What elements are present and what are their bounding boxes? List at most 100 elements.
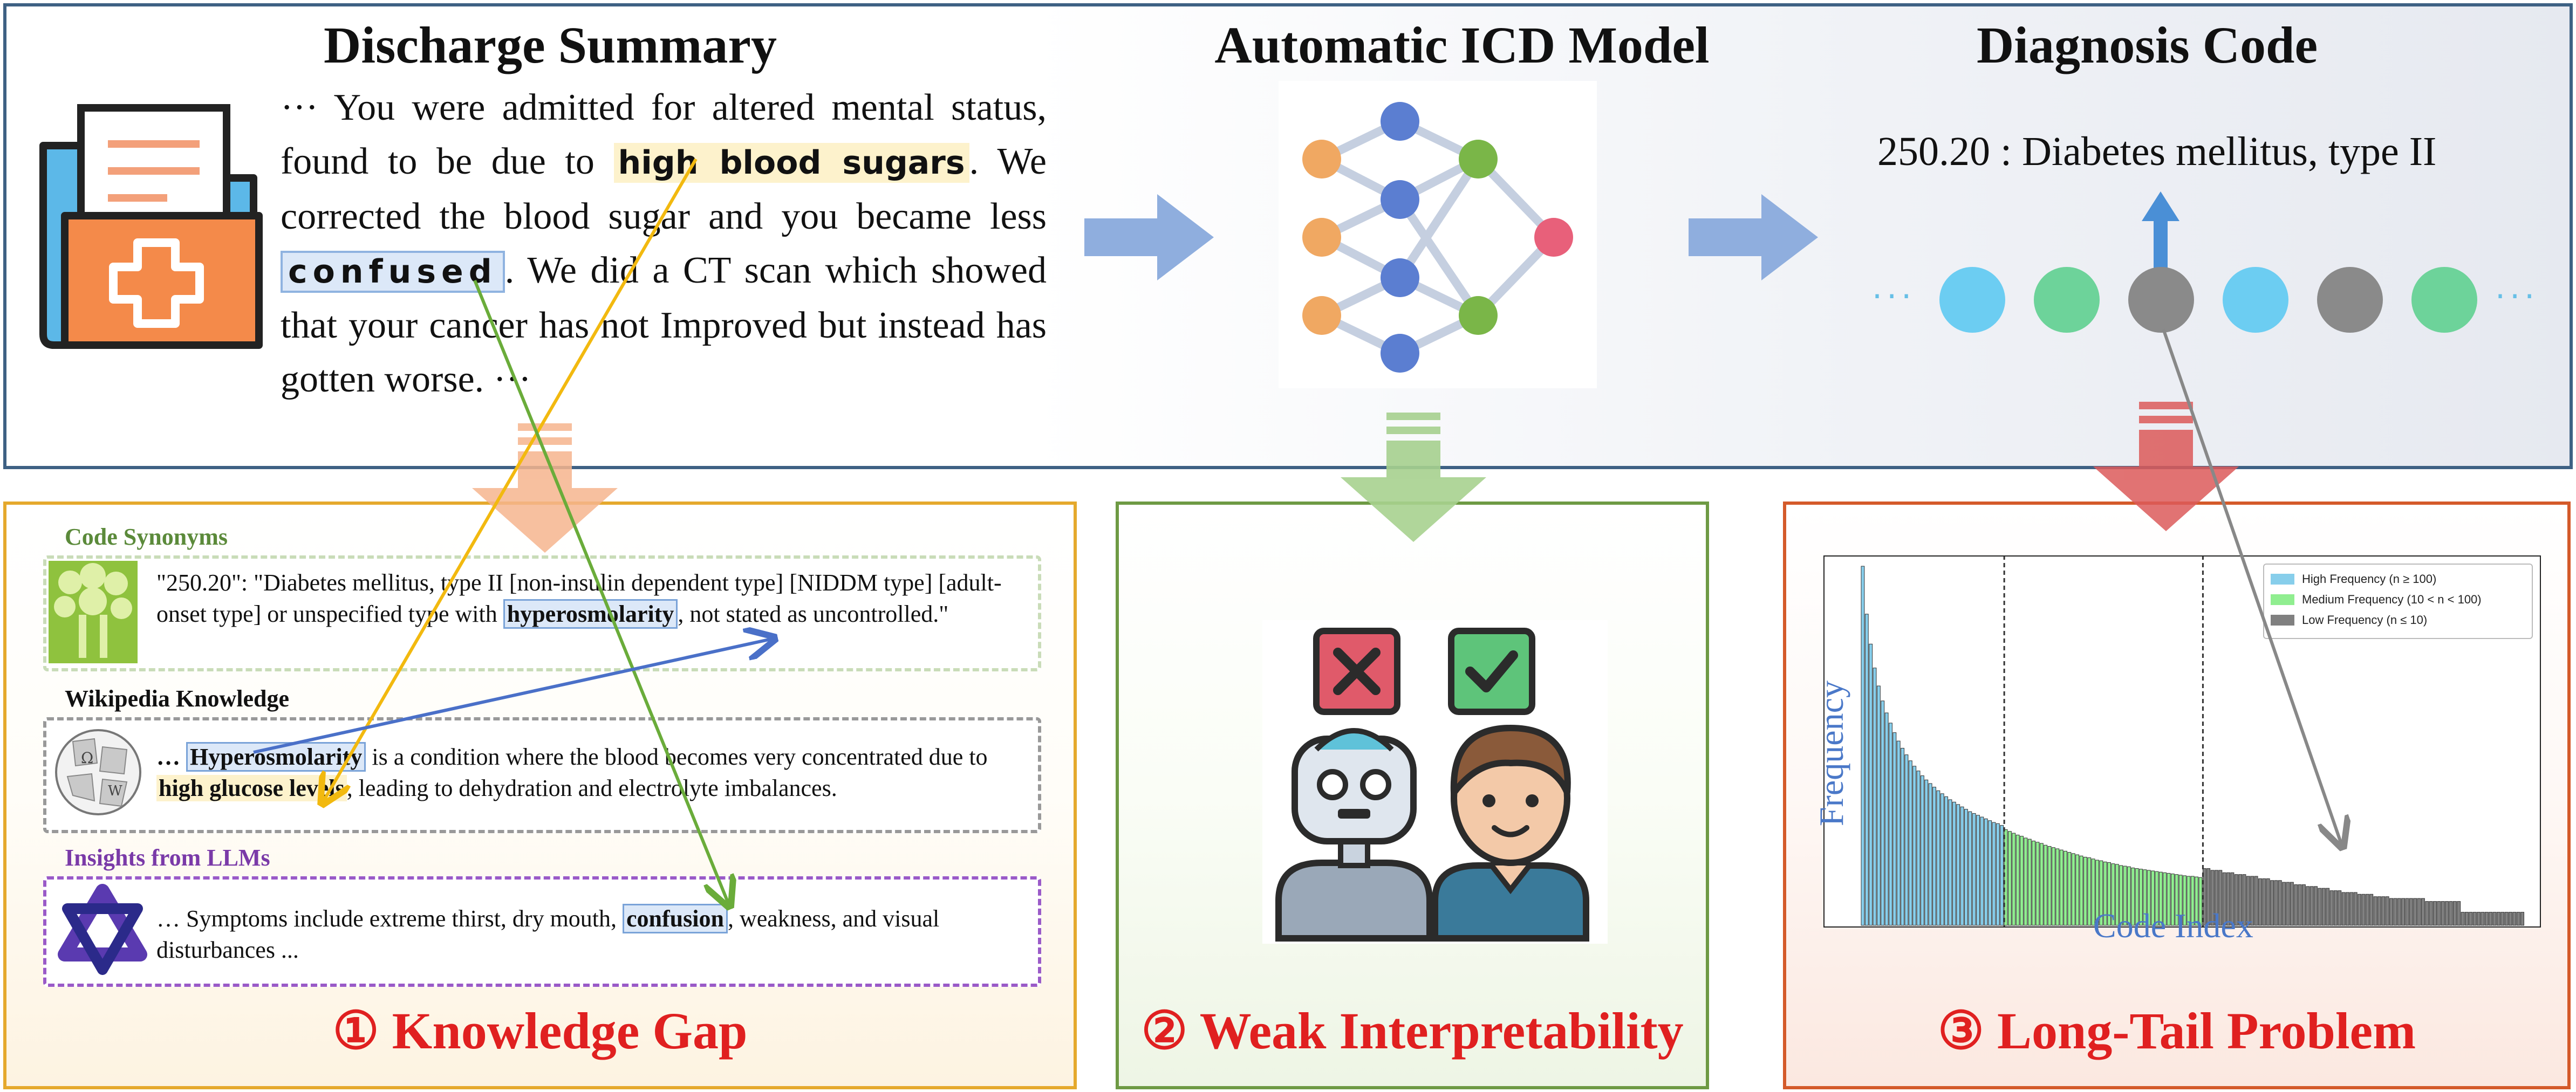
wikipedia-knowledge-text: … Hyperosmolarity is a condition where t… <box>156 741 1030 804</box>
highlight-confused: confused <box>281 251 505 293</box>
chart-bar <box>2107 862 2112 926</box>
wikipedia-knowledge-label: Wikipedia Knowledge <box>65 685 290 712</box>
chart-bar <box>2278 880 2282 926</box>
chart-bar <box>2346 892 2349 926</box>
chart-bar <box>1876 685 1881 926</box>
ellipsis-right: ··· <box>2495 278 2539 315</box>
chart-bar <box>1920 775 1924 926</box>
chart-bar <box>1889 723 1892 926</box>
chart-bar <box>1924 779 1929 926</box>
chart-bar <box>1932 787 1936 926</box>
code-node-selected <box>2128 267 2194 333</box>
chart-bar <box>2135 868 2139 926</box>
chart-bar <box>2143 869 2147 926</box>
code-node <box>2034 267 2100 333</box>
chart-bar <box>1892 732 1897 926</box>
chart-bar <box>2206 868 2211 926</box>
chart-bar <box>2504 912 2509 926</box>
tag-high-glucose-levels: high glucose levels <box>156 775 347 801</box>
chart-bar <box>2103 861 2107 926</box>
chart-bar <box>2270 880 2274 926</box>
legend-item-high: High Frequency (n ≥ 100) <box>2271 569 2525 589</box>
chart-bar <box>1936 790 1940 926</box>
llm-insights-label: Insights from LLMs <box>65 844 270 871</box>
chart-bar <box>2516 912 2520 926</box>
chart-bar <box>2044 844 2048 926</box>
chart-bar <box>2512 912 2517 926</box>
code-header: Diagnosis Code <box>1976 16 2318 74</box>
chart-bar <box>2302 884 2306 926</box>
chart-bar <box>1980 816 1984 926</box>
chart-bar <box>1960 806 1964 926</box>
chart-bar <box>2254 876 2258 926</box>
code-synonyms-text: "250.20": "Diabetes mellitus, type II [n… <box>156 567 1030 630</box>
discharge-summary-text: ··· You were admitted for altered mental… <box>281 87 1047 400</box>
chart-bar <box>2290 882 2294 926</box>
diagnosis-code-text: 250.20 : Diabetes mellitus, type II <box>1877 129 2437 174</box>
chart-bar <box>2035 842 2040 926</box>
neural-network-icon <box>1279 81 1597 388</box>
chart-bar <box>2059 849 2063 926</box>
robot-and-human-icon <box>1262 620 1608 944</box>
chart-bar <box>1884 712 1889 926</box>
chart-bar <box>2369 894 2374 926</box>
chart-bar <box>2449 901 2453 926</box>
chart-bar <box>2282 882 2286 926</box>
chart-bar <box>2020 836 2024 926</box>
code-synonyms-label: Code Synonyms <box>65 524 228 550</box>
chart-bar <box>2484 912 2489 926</box>
chart-bar <box>2326 888 2330 926</box>
chart-bar <box>2052 847 2055 926</box>
chart-bar <box>2437 901 2441 926</box>
chart-bar <box>2004 829 2008 926</box>
tag-hyperosmolarity-wiki: Hyperosmolarity <box>186 742 366 772</box>
code-node <box>2411 267 2477 333</box>
chart-bar <box>1901 747 1905 926</box>
chart-bar <box>2158 871 2163 926</box>
chart-bar <box>2469 912 2473 926</box>
code-node <box>1939 267 2005 333</box>
chart-bar <box>2246 876 2250 926</box>
chart-bar <box>2210 870 2215 926</box>
chart-bar <box>2238 874 2243 926</box>
chart-bar <box>1916 771 1921 926</box>
chart-bar <box>2170 874 2175 926</box>
chart-bar <box>2409 898 2413 926</box>
chart-bar <box>2215 870 2218 926</box>
chart-bar <box>2500 912 2505 926</box>
knowledge-gap-title: ① Knowledge Gap <box>332 1002 748 1060</box>
chart-legend: High Frequency (n ≥ 100) Medium Frequenc… <box>2263 564 2533 639</box>
chart-bar <box>2222 872 2226 926</box>
arrow-down-icon <box>2093 402 2239 531</box>
chart-bar <box>2333 890 2338 926</box>
chart-bar <box>2027 839 2032 926</box>
svg-text:Ω: Ω <box>81 749 93 767</box>
chart-bar <box>2314 886 2318 926</box>
chart-bar <box>2481 912 2485 926</box>
chart-bar <box>2389 898 2393 926</box>
chart-bar <box>2286 882 2290 926</box>
chart-bar <box>2015 834 2020 926</box>
chart-bar <box>2218 870 2223 926</box>
arrow-down-icon <box>472 423 618 553</box>
chart-bar <box>2075 854 2080 926</box>
chart-bar <box>2397 898 2401 926</box>
chart-bar <box>1904 754 1909 926</box>
chart-bar <box>2099 860 2103 926</box>
chart-bar <box>2055 848 2060 926</box>
chart-bar <box>2198 877 2203 926</box>
weak-interpretability-title: ② Weak Interpretability <box>1141 1002 1684 1060</box>
chart-bar <box>1988 820 1992 926</box>
chart-bar <box>2405 898 2409 926</box>
chart-bar <box>1972 813 1976 926</box>
chart-bar <box>2167 873 2171 926</box>
arrow-down-icon <box>1341 413 1486 542</box>
chart-bar <box>2127 866 2131 926</box>
chart-bar <box>1881 700 1885 926</box>
chart-bar <box>2393 898 2397 926</box>
chart-bar <box>2465 912 2469 926</box>
chart-bar <box>2441 901 2445 926</box>
chart-bar <box>2338 890 2342 926</box>
highlight-high-blood-sugars: high blood sugars <box>613 143 969 183</box>
chart-bar <box>2111 863 2115 926</box>
